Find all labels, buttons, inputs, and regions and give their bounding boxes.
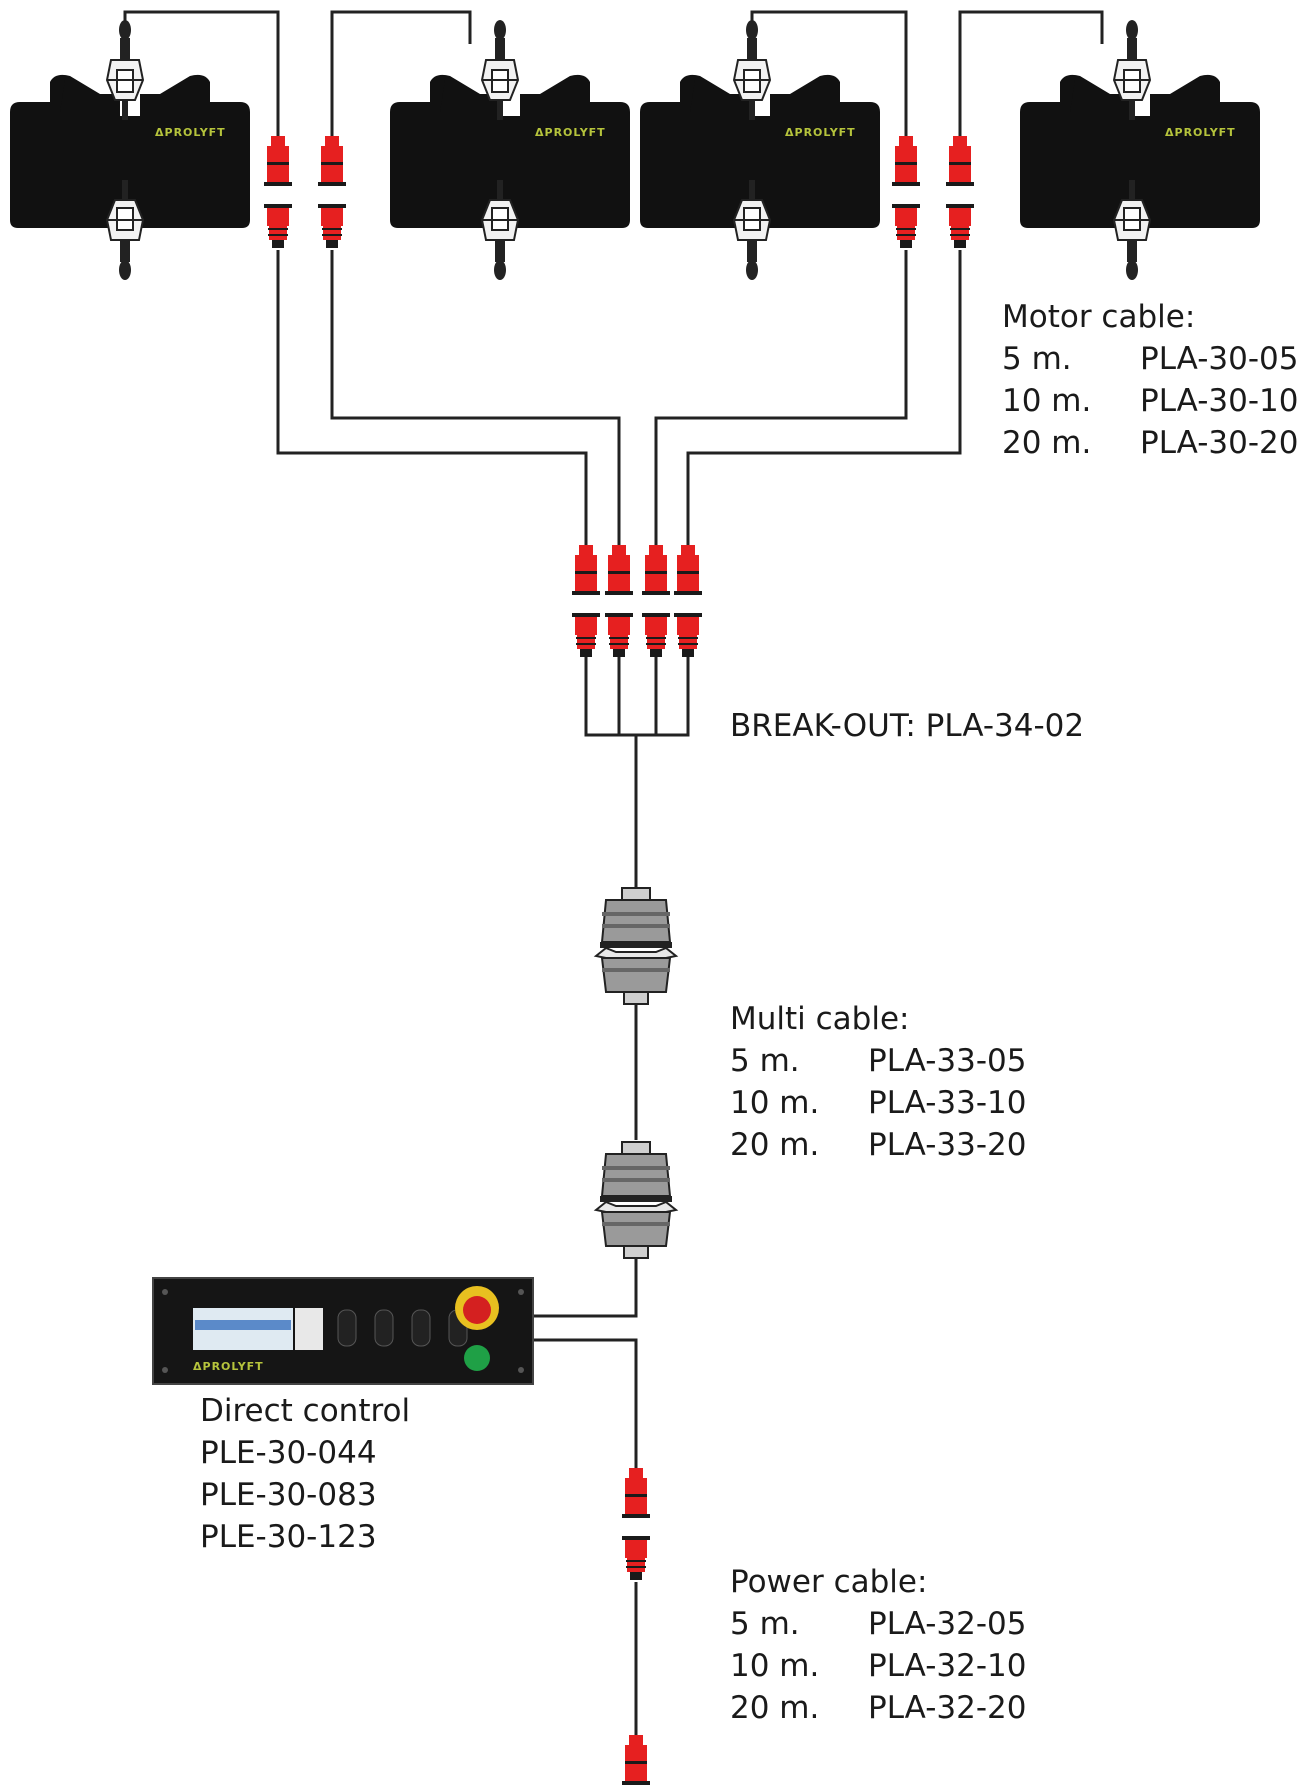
hoist-brand: ΔPROLYFT: [535, 126, 606, 139]
power-cable-row: 5 m.PLA-32-05: [730, 1606, 1027, 1642]
hoist-3: ΔPROLYFT: [640, 74, 880, 228]
motor-cable-row: 5 m.PLA-30-05: [1002, 341, 1299, 377]
hoist-brand: ΔPROLYFT: [155, 126, 226, 139]
breakout-label: BREAK-OUT: PLA-34-02: [730, 708, 1085, 744]
multi-cable-label: Multi cable: 5 m.PLA-33-05 10 m.PLA-33-1…: [730, 998, 1026, 1166]
emergency-stop-icon: [455, 1286, 499, 1330]
power-cable-row: 10 m.PLA-32-10: [730, 1648, 1027, 1684]
motor-cable-row: 10 m.PLA-30-10: [1002, 383, 1299, 419]
power-cable-title: Power cable:: [730, 1564, 928, 1600]
hoist-4: ΔPROLYFT: [1020, 74, 1260, 228]
panel-brand: ΔPROLYFT: [193, 1360, 264, 1373]
motor-cable-row: 20 m.PLA-30-20: [1002, 425, 1299, 461]
motor-cable-label: Motor cable: 5 m.PLA-30-05 10 m.PLA-30-1…: [1002, 296, 1298, 464]
multi-cable-row: 20 m.PLA-33-20: [730, 1127, 1027, 1163]
hoist-brand: ΔPROLYFT: [785, 126, 856, 139]
breakout-plugs: [572, 545, 702, 657]
direct-control-label: Direct control PLE-30-044 PLE-30-083 PLE…: [200, 1393, 411, 1555]
multi-cable-title: Multi cable:: [730, 1001, 910, 1037]
hoist-2: ΔPROLYFT: [390, 74, 630, 228]
multi-cable-row: 5 m.PLA-33-05: [730, 1043, 1027, 1079]
motor-cable-title: Motor cable:: [1002, 299, 1196, 335]
control-panel-icon: ΔPROLYFT: [152, 1277, 534, 1385]
cable-lines: [123, 10, 1104, 1740]
power-cable-label: Power cable: 5 m.PLA-32-05 10 m.PLA-32-1…: [730, 1561, 1026, 1729]
multi-cable-row: 10 m.PLA-33-10: [730, 1085, 1027, 1121]
power-cable-row: 20 m.PLA-32-20: [730, 1690, 1027, 1726]
hoist-brand: ΔPROLYFT: [1165, 126, 1236, 139]
hoist-1: ΔPROLYFT: [10, 74, 250, 228]
